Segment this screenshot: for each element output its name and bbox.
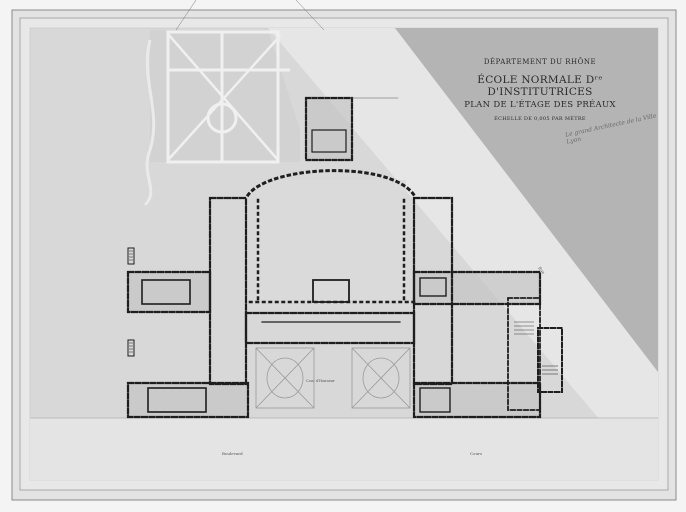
mounting-string-right xyxy=(295,0,325,31)
mounting-string-left xyxy=(175,0,197,31)
bottom-boulevard xyxy=(30,418,658,480)
stair-hatching xyxy=(129,250,558,375)
formal-garden xyxy=(143,30,300,207)
central-courtyard xyxy=(256,180,406,300)
lower-parterres xyxy=(255,347,411,409)
street-diagonal-label: Rue xyxy=(537,266,546,276)
street-diagonal-band xyxy=(268,28,658,420)
right-dark-lot xyxy=(395,28,658,372)
street-bottom-label-2: Cours xyxy=(470,451,482,456)
courtyard-arcade xyxy=(245,169,417,198)
street-bottom-label: Boulevard xyxy=(222,451,243,456)
building-walls xyxy=(126,96,563,419)
right-end-pavilion xyxy=(537,327,563,393)
central-corridor xyxy=(244,311,416,345)
top-pavilion xyxy=(304,96,354,162)
courtyard-label: Cour d'Honneur xyxy=(306,379,335,383)
